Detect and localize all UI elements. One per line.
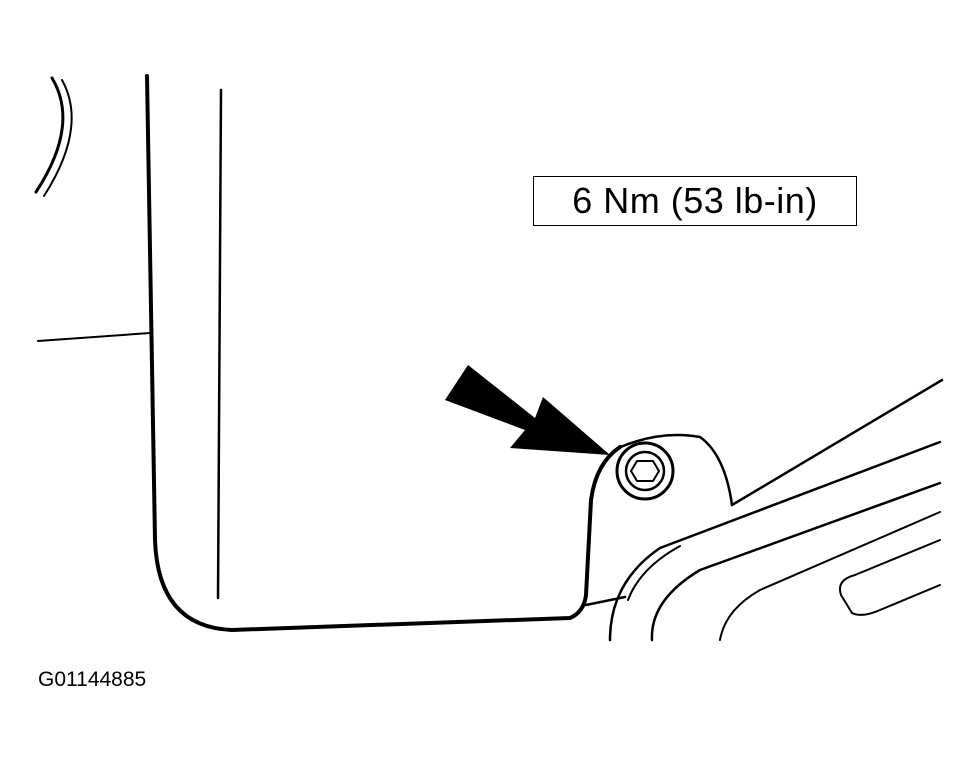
bolt-hex-socket: [630, 460, 660, 482]
bracket-edge-5: [719, 511, 941, 641]
bracket-edge-2: [608, 440, 942, 642]
mounting-tab: [616, 433, 734, 507]
curved-edge-inner: [43, 79, 73, 197]
torque-label: 6 Nm (53 lb-in): [572, 180, 818, 221]
panel-inner-edge: [216, 88, 223, 600]
pointer-arrow: [445, 365, 610, 455]
reference-line: [37, 332, 151, 342]
bracket-edge-3: [627, 545, 681, 601]
bracket-slot: [839, 539, 941, 616]
bolt-washer: [615, 441, 675, 501]
bracket-outer-edge: [730, 378, 944, 507]
bracket-edge-4: [650, 481, 942, 642]
curved-edge-outer: [34, 76, 65, 194]
torque-callout: 6 Nm (53 lb-in): [533, 176, 857, 226]
tab-base-line: [584, 595, 627, 607]
panel-outline: [145, 74, 622, 632]
figure-id: G01144885: [38, 668, 147, 691]
bolt-head: [624, 450, 666, 492]
